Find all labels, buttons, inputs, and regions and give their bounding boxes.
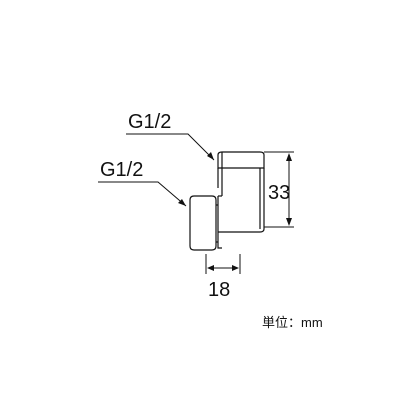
unit-value: mm (301, 315, 323, 330)
height-dimension-label: 33 (268, 182, 290, 204)
height-arrow-bottom (286, 218, 292, 226)
height-arrow-top (286, 153, 292, 161)
fitting-body (189, 151, 265, 251)
height-dimension (264, 151, 294, 228)
width-arrow-left (207, 265, 214, 271)
width-arrow-right (232, 265, 239, 271)
lower-leader-line (98, 181, 187, 207)
lower-leader-arrow (178, 199, 186, 206)
upper-leader-arrow (207, 152, 214, 160)
upper-leader-line (126, 133, 215, 161)
unit-separator: ： (288, 315, 302, 330)
width-dimension-label: 18 (208, 279, 230, 301)
unit-prefix: 単位 (262, 315, 289, 330)
unit-note: 単位：mm (262, 315, 323, 331)
lower-thread-label: G1/2 (100, 159, 143, 181)
width-dimension (205, 254, 241, 274)
upper-thread-label: G1/2 (128, 111, 171, 133)
